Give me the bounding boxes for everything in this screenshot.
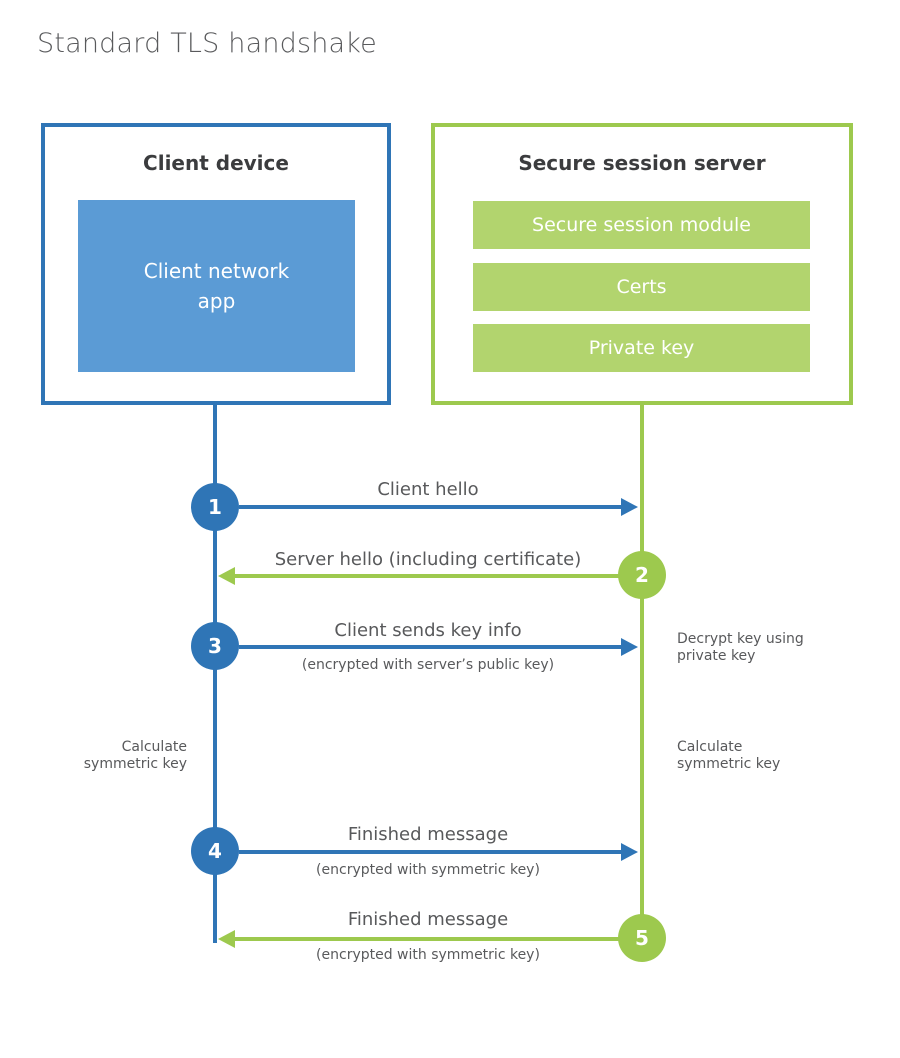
arrow-line-step4 <box>239 850 622 854</box>
step-badge-4: 4 <box>191 827 239 875</box>
arrow-head-left-icon <box>218 930 235 948</box>
step-badge-1: 1 <box>191 483 239 531</box>
server-module-secure-session: Secure session module <box>473 201 810 249</box>
client-network-app-block: Client network app <box>78 200 355 372</box>
arrow-head-right-icon <box>621 638 638 656</box>
note-calculate-symmetric-key-client: Calculate symmetric key <box>83 739 187 773</box>
note-decrypt-key: Decrypt key using private key <box>677 631 804 665</box>
message-sub-finished-client: (encrypted with symmetric key) <box>316 862 540 878</box>
step-badge-5: 5 <box>618 914 666 962</box>
step-badge-3: 3 <box>191 622 239 670</box>
arrow-line-step3 <box>239 645 622 649</box>
step-badge-2: 2 <box>618 551 666 599</box>
message-label-finished-client: Finished message <box>347 824 509 845</box>
arrow-head-right-icon <box>621 843 638 861</box>
server-box-title: Secure session server <box>518 151 766 175</box>
message-label-finished-server: Finished message <box>347 909 509 930</box>
client-device-title: Client device <box>143 151 289 175</box>
arrow-line-step2 <box>235 574 620 578</box>
page-title: Standard TLS handshake <box>37 28 377 59</box>
server-module-certs: Certs <box>473 263 810 311</box>
message-label-server-hello: Server hello (including certificate) <box>274 549 582 570</box>
message-label-client-hello: Client hello <box>377 479 479 500</box>
arrow-head-left-icon <box>218 567 235 585</box>
note-calculate-symmetric-key-server: Calculate symmetric key <box>677 739 781 773</box>
message-label-key-info: Client sends key info <box>334 620 522 641</box>
arrow-line-step1 <box>239 505 622 509</box>
message-sub-key-info: (encrypted with server’s public key) <box>301 657 555 673</box>
server-module-private-key: Private key <box>473 324 810 372</box>
arrow-head-right-icon <box>621 498 638 516</box>
client-lifeline <box>213 405 217 943</box>
message-sub-finished-server: (encrypted with symmetric key) <box>316 947 540 963</box>
server-lifeline <box>640 405 644 940</box>
arrow-line-step5 <box>235 937 620 941</box>
